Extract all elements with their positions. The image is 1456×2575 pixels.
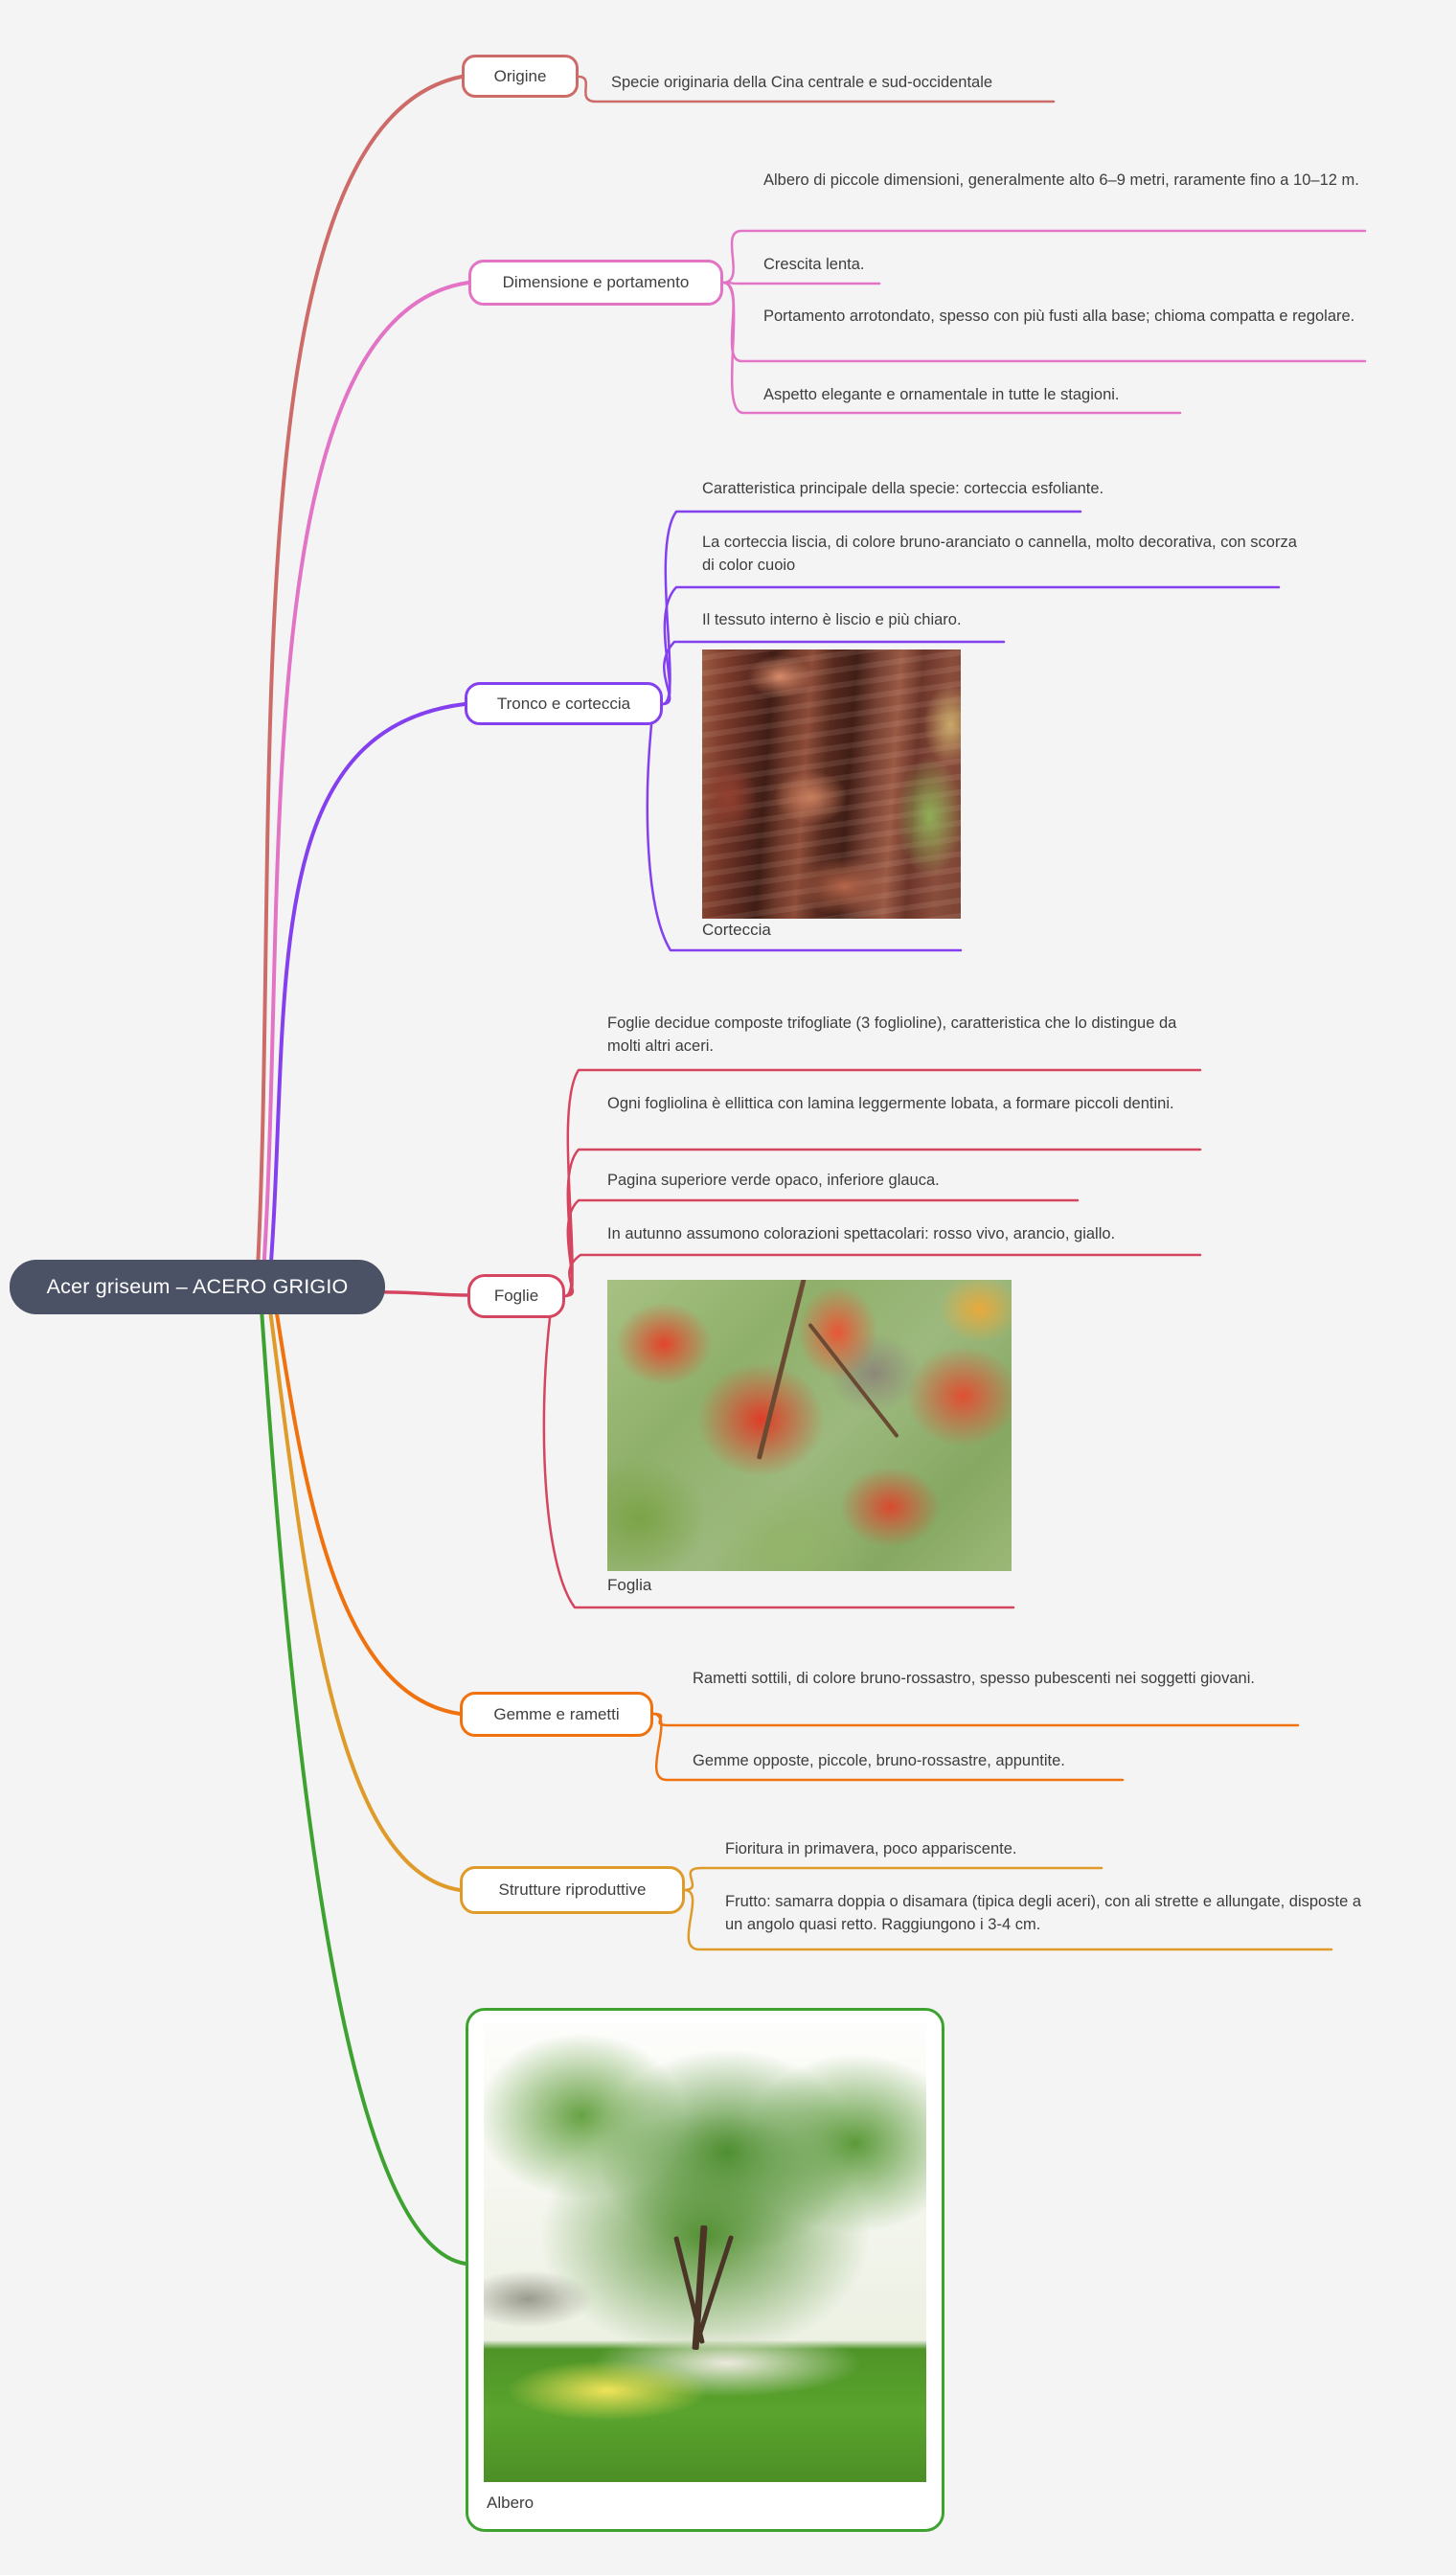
child-line	[721, 281, 1182, 415]
child-line	[542, 1316, 1015, 1609]
branch-line-albero	[259, 1293, 467, 2266]
leaf-topic[interactable]: Gemme opposte, piccole, bruno-rossastre,…	[693, 1752, 1065, 1769]
leaf-topic[interactable]: Crescita lenta.	[763, 256, 865, 273]
twig-shape	[756, 1280, 808, 1460]
branch-line-origine	[255, 75, 464, 1289]
topic-tronco[interactable]: Tronco e corteccia	[465, 682, 663, 725]
leaf-topic[interactable]: Caratteristica principale della specie: …	[702, 480, 1104, 497]
child-line	[683, 1888, 1333, 1951]
topic-gemme[interactable]: Gemme e rametti	[460, 1692, 653, 1737]
leaf-topic[interactable]: Rametti sottili, di colore bruno-rossast…	[693, 1670, 1255, 1687]
leaf-topic[interactable]: La corteccia liscia, di colore bruno-ara…	[702, 534, 1297, 574]
leaf-topic[interactable]: Portamento arrotondato, spesso con più f…	[763, 308, 1355, 325]
child-line	[661, 640, 1006, 706]
topic-dimensione[interactable]: Dimensione e portamento	[468, 260, 723, 306]
topic-albero-card[interactable]: Albero	[466, 2008, 944, 2532]
child-line	[646, 723, 963, 952]
leaf-topic[interactable]: Frutto: samarra doppia o disamara (tipic…	[725, 1893, 1362, 1933]
albero-image	[484, 2024, 926, 2482]
corteccia-caption: Corteccia	[702, 921, 771, 939]
foglia-image[interactable]	[607, 1280, 1012, 1571]
branch-line-foglie	[374, 1290, 469, 1297]
branch-line-dimensione	[261, 281, 470, 1289]
branch-line-strutture	[266, 1293, 462, 1892]
corteccia-image[interactable]	[702, 649, 961, 919]
leaf-topic[interactable]: Foglie decidue composte trifogliate (3 f…	[607, 1014, 1177, 1055]
leaf-topic[interactable]: Albero di piccole dimensioni, generalmen…	[763, 171, 1359, 189]
branch-line-tronco	[267, 702, 466, 1289]
leaf-topic[interactable]: Pagina superiore verde opaco, inferiore …	[607, 1172, 940, 1189]
child-line	[563, 1198, 1080, 1298]
leaf-topic[interactable]: In autunno assumono colorazioni spettaco…	[607, 1225, 1116, 1242]
child-line	[651, 1712, 1300, 1727]
child-line	[563, 1253, 1202, 1298]
leaf-topic[interactable]: Fioritura in primavera, poco appariscent…	[725, 1840, 1017, 1857]
child-line	[651, 1712, 1125, 1782]
branch-line-gemme	[272, 1293, 462, 1716]
child-line	[683, 1866, 1103, 1892]
child-line	[577, 75, 1056, 103]
child-line	[721, 281, 881, 285]
leaf-topic[interactable]: Aspetto elegante e ornamentale in tutte …	[763, 386, 1120, 403]
leaf-topic[interactable]: Ogni fogliolina è ellittica con lamina l…	[607, 1095, 1174, 1112]
child-line	[721, 229, 1367, 285]
twig-shape	[808, 1322, 899, 1439]
topic-origine[interactable]: Origine	[462, 55, 579, 98]
foglia-caption: Foglia	[607, 1576, 652, 1594]
root-topic[interactable]: Acer griseum – ACERO GRIGIO	[10, 1260, 385, 1314]
leaf-topic[interactable]: Il tessuto interno è liscio e più chiaro…	[702, 611, 962, 628]
albero-caption: Albero	[487, 2494, 535, 2512]
topic-foglie[interactable]: Foglie	[467, 1274, 565, 1318]
child-line	[661, 585, 1281, 706]
topic-strutture[interactable]: Strutture riproduttive	[460, 1866, 685, 1914]
leaf-topic[interactable]: Specie originaria della Cina centrale e …	[611, 74, 993, 91]
